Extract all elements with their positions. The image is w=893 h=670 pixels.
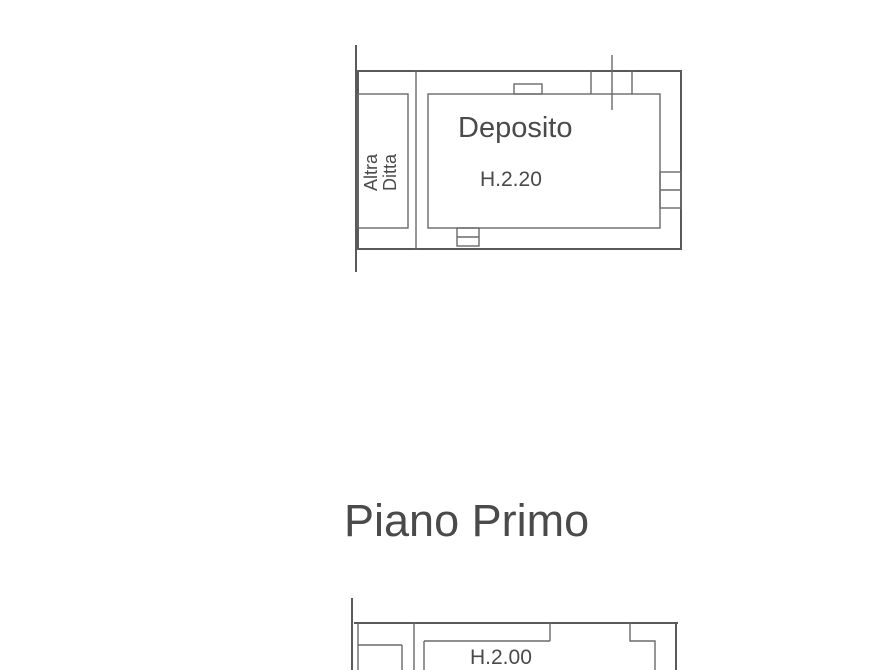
lower-floor-plan: H.2.00 (351, 598, 678, 670)
top-window (513, 83, 543, 95)
upper-floor-plan: Deposito H.2.20 Altra Ditta (355, 45, 682, 272)
lower-room-height-label: H.2.00 (470, 646, 532, 669)
neighbor-label-altra: Altra (361, 153, 381, 191)
deposito-height-label: H.2.20 (480, 168, 542, 191)
neighbor-room-outline (357, 93, 409, 229)
deposito-room-label: Deposito (458, 112, 572, 144)
lower-right-stepped-wall (629, 623, 656, 670)
neighbor-label-ditta: Ditta (380, 153, 400, 191)
upper-outer-wall (357, 70, 682, 250)
floor-title: Piano Primo (344, 495, 589, 546)
deposito-room-outline (427, 93, 661, 229)
